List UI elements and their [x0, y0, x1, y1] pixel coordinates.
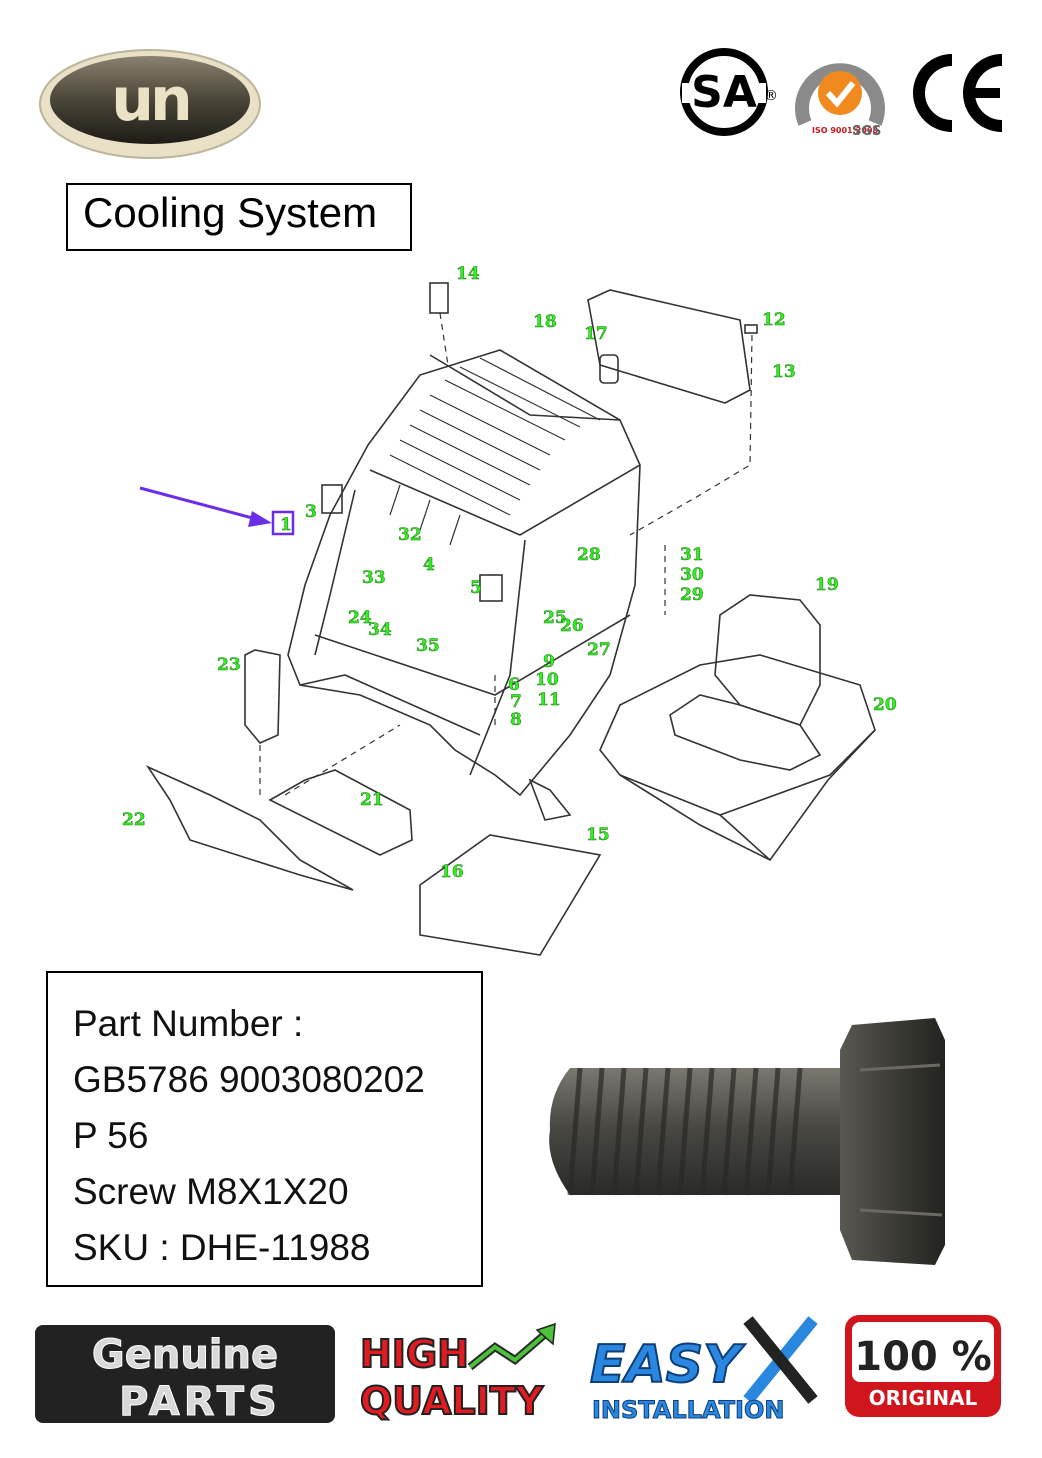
callout-24: 24 — [348, 608, 372, 628]
iso-sgs-logo: ISO 9001:2008 SGS — [795, 63, 885, 139]
callout-10: 10 — [535, 670, 559, 690]
part-description: Screw M8X1X20 — [73, 1171, 349, 1212]
svg-text:®: ® — [764, 88, 778, 104]
callout-6: 6 — [508, 675, 520, 695]
part-number-label: Part Number : — [73, 1003, 304, 1044]
callout-18: 18 — [533, 312, 557, 332]
callout-9: 9 — [543, 652, 555, 672]
svg-text:QUALITY: QUALITY — [360, 1379, 544, 1422]
callout-19: 19 — [815, 575, 839, 595]
callout-28: 28 — [577, 545, 601, 565]
genuine-parts-badge: Genuine PARTS — [35, 1325, 335, 1426]
callout-17: 17 — [584, 324, 608, 344]
ce-logo — [913, 54, 1003, 132]
callout-11: 11 — [537, 690, 561, 710]
svg-text:EASY: EASY — [590, 1335, 746, 1395]
brand-logo: un — [39, 49, 261, 159]
callout-34: 34 — [368, 620, 392, 640]
svg-text:Genuine: Genuine — [92, 1332, 278, 1378]
callout-27: 27 — [587, 640, 611, 660]
part-number-value: GB5786 9003080202 — [73, 1059, 425, 1100]
callout-25: 25 — [543, 608, 567, 628]
wrench-screwdriver-icon — [743, 1316, 818, 1404]
callout-16: 16 — [440, 862, 464, 882]
callout-1: 1 — [280, 515, 292, 535]
highlight-box — [271, 510, 295, 536]
original-badge: 100 % ORIGINAL — [845, 1315, 1001, 1417]
callout-15: 15 — [586, 825, 610, 845]
callout-7: 7 — [510, 692, 522, 712]
svg-text:ISO 9001:2008: ISO 9001:2008 — [812, 126, 878, 135]
svg-text:SGS: SGS — [852, 124, 881, 139]
callout-12: 12 — [762, 310, 786, 330]
callout-3: 3 — [305, 502, 317, 522]
callout-8: 8 — [510, 710, 522, 730]
page-reference: P 56 — [73, 1115, 149, 1156]
svg-text:HIGH: HIGH — [360, 1332, 469, 1376]
callout-33: 33 — [362, 568, 386, 588]
brand-logo-text: un — [111, 65, 189, 135]
callout-32: 32 — [398, 525, 422, 545]
callout-23: 23 — [217, 655, 241, 675]
callout-5: 5 — [470, 578, 482, 598]
screw-photo — [549, 1018, 945, 1265]
callout-30: 30 — [680, 565, 704, 585]
highlight-arrow — [139, 486, 261, 522]
svg-text:100 %: 100 % — [854, 1334, 992, 1380]
csa-logo: SA ® — [680, 48, 778, 136]
callout-35: 35 — [416, 636, 440, 656]
callout-14: 14 — [456, 264, 480, 284]
part-info-box: Part Number : GB5786 9003080202 P 56 Scr… — [46, 971, 483, 1287]
section-title-box: Cooling System — [66, 183, 412, 251]
svg-text:PARTS: PARTS — [119, 1379, 281, 1425]
callout-4: 4 — [423, 555, 435, 575]
sku: SKU : DHE-11988 — [73, 1227, 371, 1268]
callout-26: 26 — [560, 616, 584, 636]
callout-31: 31 — [680, 545, 704, 565]
callout-22: 22 — [122, 810, 146, 830]
callout-21: 21 — [360, 790, 384, 810]
callout-20: 20 — [873, 695, 897, 715]
easy-installation-badge: EASY INSTALLATION — [589, 1316, 818, 1425]
section-title: Cooling System — [83, 189, 378, 236]
svg-text:ORIGINAL: ORIGINAL — [869, 1386, 978, 1410]
svg-text:SA: SA — [691, 67, 757, 118]
svg-text:INSTALLATION: INSTALLATION — [592, 1396, 784, 1424]
callout-13: 13 — [772, 362, 796, 382]
high-quality-badge: HIGH QUALITY — [359, 1322, 556, 1422]
callout-29: 29 — [680, 585, 704, 605]
